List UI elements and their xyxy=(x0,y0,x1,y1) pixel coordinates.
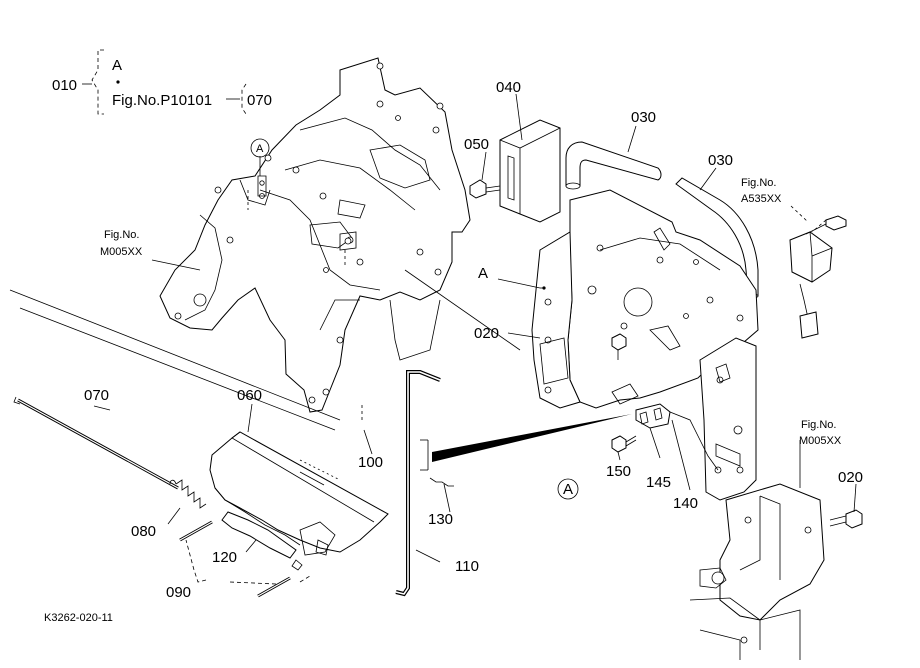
cover xyxy=(209,431,389,571)
label-020-right: 020 xyxy=(838,469,863,486)
label-030-a: 030 xyxy=(631,109,656,126)
remote-rod xyxy=(13,396,179,490)
label-110: 110 xyxy=(455,558,479,575)
hose-030-a xyxy=(565,141,662,190)
label-010: 010 xyxy=(52,77,77,94)
main-plate xyxy=(531,189,759,501)
label-fig-m005-left-no: Fig.No. xyxy=(104,229,139,241)
label-fig-m005-left-code: M005XX xyxy=(100,246,143,258)
bolt-020-right xyxy=(829,509,863,529)
leader-lines xyxy=(93,93,857,585)
label-140: 140 xyxy=(673,495,698,512)
label-fig-m005-right-code: M005XX xyxy=(799,435,842,447)
label-ref-a: A xyxy=(112,57,122,74)
pins xyxy=(179,520,291,598)
bolt-050 xyxy=(469,179,501,199)
label-030-b: 030 xyxy=(708,152,733,169)
label-120: 120 xyxy=(212,549,237,566)
label-080: 080 xyxy=(131,523,156,540)
ref-a-circle-mid xyxy=(557,478,579,500)
reference-bracket-010 xyxy=(82,49,247,115)
label-050: 050 xyxy=(464,136,489,153)
label-ref-a-circle-mid: A xyxy=(563,481,573,498)
detail-arrow xyxy=(432,414,632,462)
drawing-number: K3262-020-11 xyxy=(44,612,113,624)
bolt-020-mid xyxy=(611,333,627,360)
frame-assembly xyxy=(159,57,471,420)
bolt-150 xyxy=(611,435,637,453)
label-070: 070 xyxy=(84,387,109,404)
ref-a-circle-top xyxy=(250,138,270,158)
label-fig-a535-code: A535XX xyxy=(741,193,782,205)
label-fig-p10101: Fig.No.P10101 xyxy=(112,92,212,109)
control-rod xyxy=(395,370,454,597)
label-060: 060 xyxy=(237,387,262,404)
label-fig-a535-no: Fig.No. xyxy=(741,177,776,189)
bracket-145 xyxy=(635,403,719,471)
spring xyxy=(169,479,207,509)
sensor-assembly xyxy=(789,215,847,339)
label-150: 150 xyxy=(606,463,631,480)
label-130: 130 xyxy=(428,511,453,528)
cover-040 xyxy=(499,119,561,223)
label-ref-a-plate: A xyxy=(478,265,488,282)
label-020-mid: 020 xyxy=(474,325,499,342)
label-100: 100 xyxy=(358,454,383,471)
label-090: 090 xyxy=(166,584,191,601)
label-070-top: 070 xyxy=(247,92,272,109)
label-fig-m005-right-no: Fig.No. xyxy=(801,419,836,431)
label-040: 040 xyxy=(496,79,521,96)
bottom-bracket xyxy=(689,483,825,660)
label-ref-a-circle-top: A xyxy=(256,143,264,155)
label-145: 145 xyxy=(646,474,671,491)
